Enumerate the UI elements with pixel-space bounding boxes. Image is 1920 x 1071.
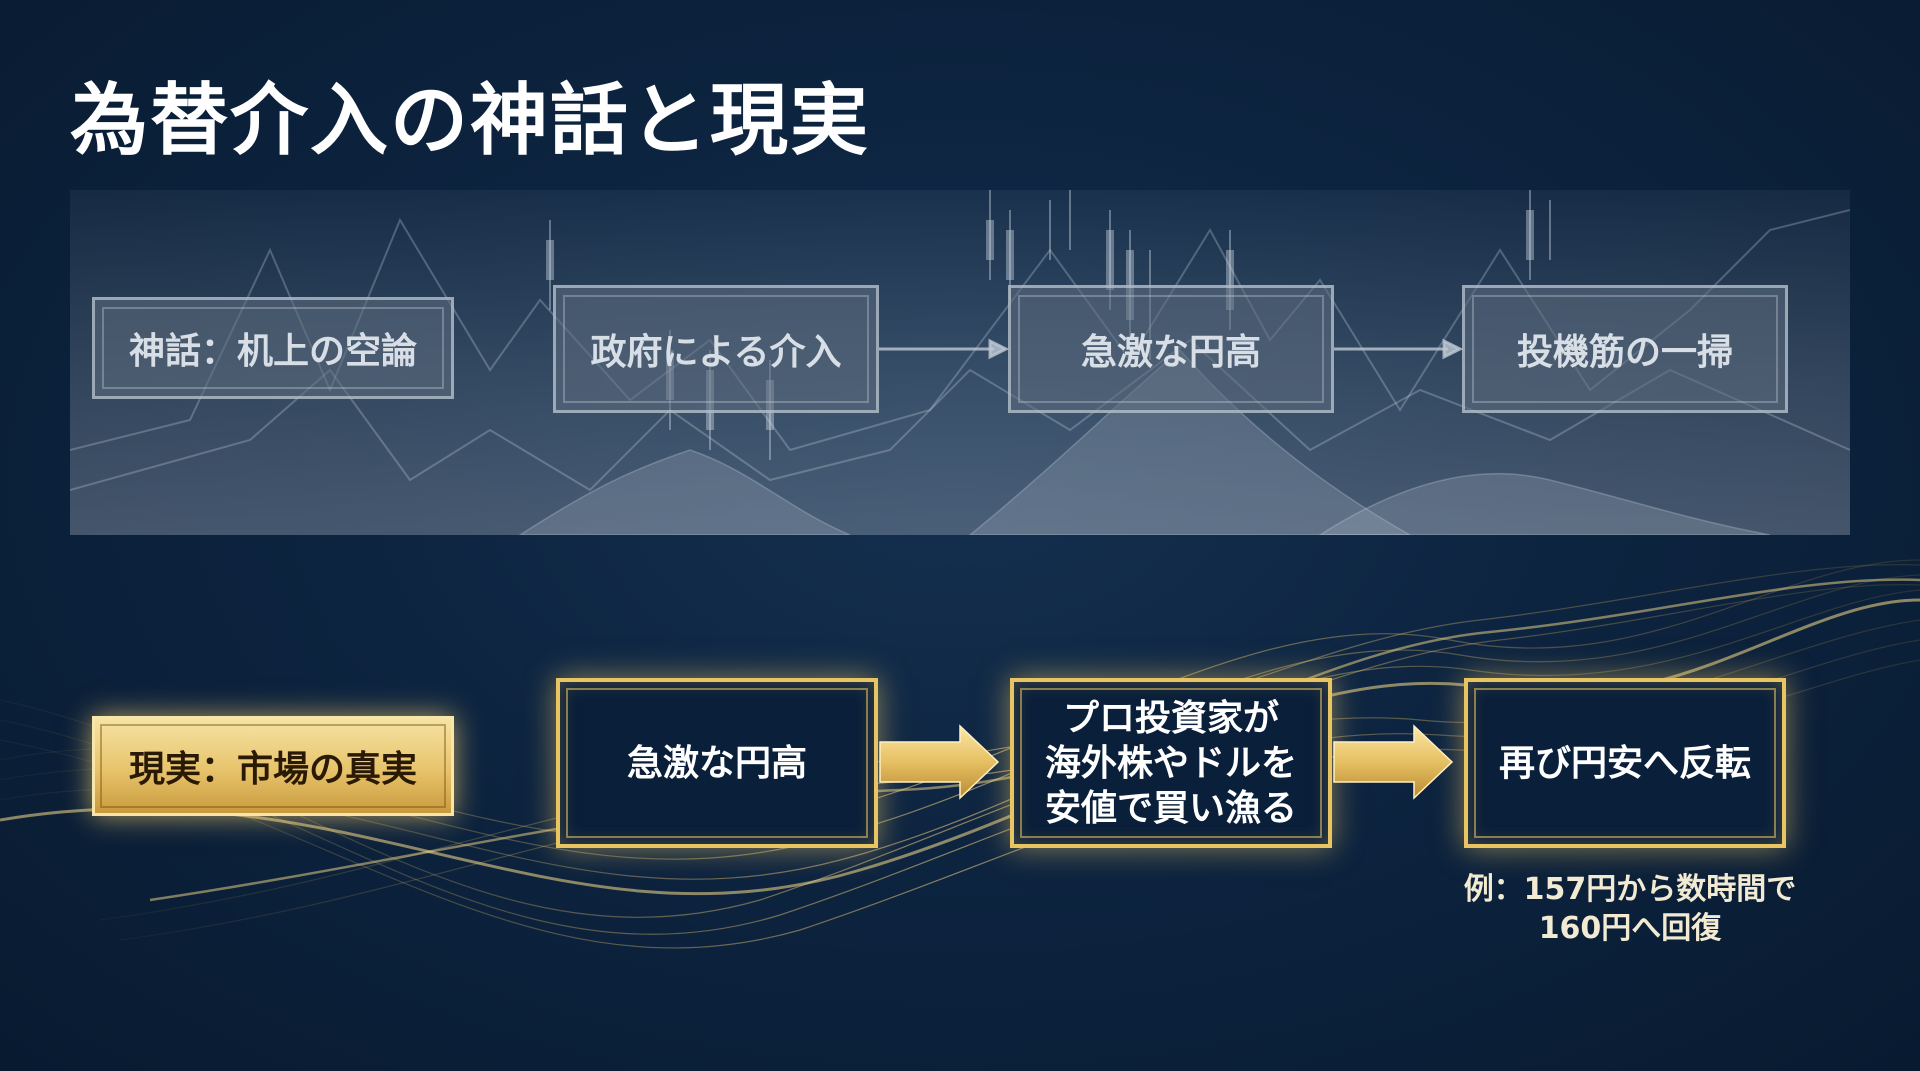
reality-step-box: 急激な円高 — [556, 678, 878, 848]
page-title: 為替介入の神話と現実 — [70, 76, 871, 166]
reality-arrow-1 — [879, 724, 1000, 800]
candlestick-background — [70, 190, 1850, 535]
myth-arrow-1-head — [988, 338, 1010, 360]
myth-step-box: 政府による介入 — [553, 285, 879, 413]
reality-label-box: 現実：市場の真実 — [92, 716, 454, 816]
reality-step-label: プロ投資家が 海外株やドルを 安値で買い漁る — [1044, 697, 1297, 829]
myth-step-label: 急激な円高 — [1080, 332, 1261, 373]
reality-step-box: プロ投資家が 海外株やドルを 安値で買い漁る — [1010, 678, 1332, 848]
reality-label: 現実：市場の真実 — [128, 749, 417, 790]
reality-step-label: 急激な円高 — [626, 742, 807, 784]
myth-step-label: 政府による介入 — [590, 332, 842, 373]
reality-arrow-2 — [1333, 724, 1454, 800]
myth-label-box: 神話：机上の空論 — [92, 297, 454, 399]
reality-step-label: 再び円安へ反転 — [1498, 742, 1751, 784]
myth-step-box: 投機筋の一掃 — [1462, 285, 1788, 413]
example-note: 例：157円から数時間で 160円へ回復 — [1463, 872, 1797, 946]
reality-step-box: 再び円安へ反転 — [1464, 678, 1786, 848]
myth-step-box: 急激な円高 — [1008, 285, 1334, 413]
myth-arrow-2-head — [1442, 338, 1464, 360]
myth-step-label: 投機筋の一掃 — [1516, 332, 1733, 373]
myth-label: 神話：机上の空論 — [128, 331, 417, 372]
